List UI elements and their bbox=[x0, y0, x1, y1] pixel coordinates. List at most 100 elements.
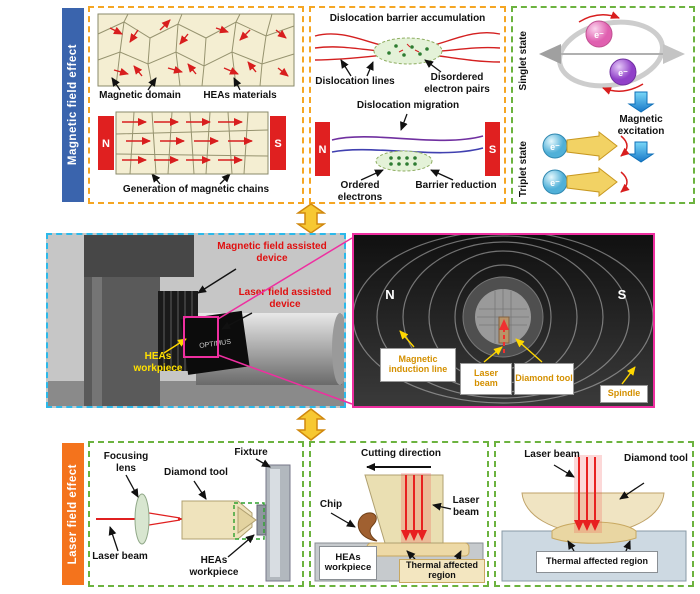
yellow-cone-arrow-2 bbox=[566, 166, 618, 198]
pole-n-label: N bbox=[385, 287, 394, 302]
heas-materials-label: HEAs materials bbox=[203, 90, 277, 101]
thermal-region-label: Thermal affected region bbox=[399, 559, 485, 583]
magnet-s-block bbox=[485, 122, 500, 176]
domain-label-arrows bbox=[111, 77, 242, 185]
diamond-tool-label: Diamond tool bbox=[624, 453, 688, 464]
laser-beam-rays bbox=[401, 475, 427, 541]
down-arrow-bottom bbox=[627, 141, 655, 163]
magnetic-domains-graphic: N S bbox=[97, 13, 295, 185]
double-arrow-icon bbox=[296, 408, 326, 441]
pole-s-label: S bbox=[618, 287, 627, 302]
laser-beam-rays bbox=[574, 457, 600, 531]
disordered-electrons-dots bbox=[387, 44, 429, 57]
tool-body bbox=[364, 474, 444, 544]
magnetic-device-label: Magnetic field assisted device bbox=[217, 241, 327, 264]
ordered-electron-cloud bbox=[375, 150, 433, 172]
laser-beam-label: Laser beam bbox=[524, 449, 580, 460]
panel-cutting-zone: Cutting direction Chip Laser beam HEAs w… bbox=[309, 441, 489, 587]
electron-label: e⁻ bbox=[550, 178, 560, 188]
magnet-n-block bbox=[98, 116, 114, 170]
dislocation-migration-label: Dislocation migration bbox=[356, 100, 460, 111]
panel-tool-view: Laser beam Diamond tool Thermal affected… bbox=[494, 441, 694, 587]
random-domain-arrows bbox=[109, 19, 289, 77]
magnetic-chains-caption: Generation of magnetic chains bbox=[122, 184, 270, 195]
panel-dislocation: N S Dislocation barrier accumulation Dis… bbox=[309, 6, 506, 204]
heas-workpiece-label: HEAs workpiece bbox=[189, 555, 239, 578]
chip-curl bbox=[357, 512, 378, 542]
dislocation-label-arrows bbox=[340, 59, 454, 181]
aligned-grain-boundaries bbox=[115, 111, 269, 175]
disordered-electron-cloud bbox=[373, 37, 443, 65]
magnetic-domain-label: Magnetic domain bbox=[99, 90, 181, 101]
diamond-tool-label: Diamond tool bbox=[164, 467, 228, 478]
singlet-electron-sphere-up bbox=[585, 20, 613, 48]
setup-label-arrows bbox=[108, 458, 271, 558]
electron-label: e⁻ bbox=[550, 142, 560, 152]
magnetic-section-label: Magnetic field effect bbox=[67, 44, 79, 166]
disordered-marks bbox=[398, 43, 420, 53]
workpiece-slab bbox=[256, 504, 267, 536]
magnet-s-label: S bbox=[274, 138, 281, 150]
laser-beam-label: Laser beam bbox=[452, 495, 480, 518]
magnet-n-label: N bbox=[319, 144, 327, 156]
spin-rotation-arrows bbox=[578, 11, 644, 95]
migration-curves bbox=[331, 135, 484, 154]
dislocation-graphic: N S bbox=[314, 32, 501, 181]
dislocation-lines-label: Dislocation lines bbox=[315, 76, 395, 87]
magnet-s-label: S bbox=[489, 144, 496, 156]
laser-section-label: Laser field effect bbox=[67, 463, 79, 565]
magnet-n-label: N bbox=[102, 138, 110, 150]
workpiece-label-arrow bbox=[163, 338, 187, 354]
triplet-state-label: Triplet state bbox=[517, 140, 529, 198]
diamond-tool-label: Diamond tool bbox=[514, 363, 574, 395]
double-arrow-icon bbox=[296, 203, 326, 234]
induction-line-label: Magnetic induction line bbox=[380, 348, 456, 382]
ordered-electrons-label: Ordered electrons bbox=[337, 180, 383, 203]
cutting-graphic bbox=[314, 463, 484, 582]
panel-machine-setup: OPTIMUS Magnetic field assisted device L… bbox=[46, 233, 346, 408]
yellow-cone-arrow-1 bbox=[566, 130, 618, 162]
panel-magnetic-domains: N S Magnetic domain bbox=[88, 6, 304, 204]
laser-setup-graphic bbox=[96, 458, 291, 582]
spindle-label-arrows bbox=[399, 330, 636, 385]
laser-device-label: Laser field assisted device bbox=[238, 287, 332, 310]
tool-view-label-arrows bbox=[553, 464, 645, 552]
singlet-electron-sphere-down bbox=[609, 58, 637, 86]
panel-laser-setup: Focusing lens Diamond tool Fixture Laser… bbox=[88, 441, 304, 587]
focusing-lens-shape bbox=[134, 493, 150, 545]
magnet-n-block bbox=[315, 122, 330, 176]
disordered-pairs-label: Disordered electron pairs bbox=[424, 72, 490, 95]
spin-states-graphic: e⁻ e⁻ e⁻ e⁻ bbox=[539, 11, 685, 198]
electron-label: e⁻ bbox=[618, 68, 628, 78]
gray-cone-arrow-left bbox=[539, 44, 561, 64]
panel-spin-states: e⁻ e⁻ e⁻ e⁻ Singlet state Triplet state … bbox=[511, 6, 695, 204]
barrier-accumulation-title: Dislocation barrier accumulation bbox=[329, 13, 486, 24]
spindle-label: Spindle bbox=[600, 385, 648, 403]
triplet-spin-arrows bbox=[620, 135, 630, 193]
magnetic-excitation-label: Magnetic excitation bbox=[617, 114, 665, 137]
cutting-direction-label: Cutting direction bbox=[361, 448, 441, 459]
fixture-label: Fixture bbox=[234, 447, 268, 458]
ordered-electrons-dots bbox=[389, 156, 417, 166]
bottom-transition-arrow bbox=[296, 408, 326, 441]
heas-workpiece-label: HEAs workpiece bbox=[133, 351, 183, 374]
down-arrow-top bbox=[627, 91, 655, 113]
magnet-s-block bbox=[270, 116, 286, 170]
aligned-chain-arrows bbox=[122, 118, 253, 164]
panel-spindle-view: N S Magnetic induction line Laser beam D… bbox=[352, 233, 655, 408]
singlet-state-label: Singlet state bbox=[517, 31, 529, 91]
barrier-reduction-label: Barrier reduction bbox=[415, 180, 497, 191]
laser-beam-label: Laser beam bbox=[460, 363, 512, 395]
gray-cone-arrow-right bbox=[663, 44, 685, 64]
electron-label: e⁻ bbox=[594, 30, 604, 40]
focusing-lens-label: Focusing lens bbox=[103, 451, 149, 474]
heas-workpiece-label: HEAs workpiece bbox=[319, 546, 377, 580]
magnetic-section-label-strip: Magnetic field effect bbox=[62, 8, 84, 202]
cutting-label-arrows bbox=[330, 502, 462, 560]
laser-beam-label: Laser beam bbox=[92, 551, 148, 562]
thermal-region-label: Thermal affected region bbox=[536, 551, 658, 573]
chip-label: Chip bbox=[319, 499, 343, 510]
laser-section-label-strip: Laser field effect bbox=[62, 443, 84, 585]
thermal-region-strip bbox=[366, 542, 470, 557]
